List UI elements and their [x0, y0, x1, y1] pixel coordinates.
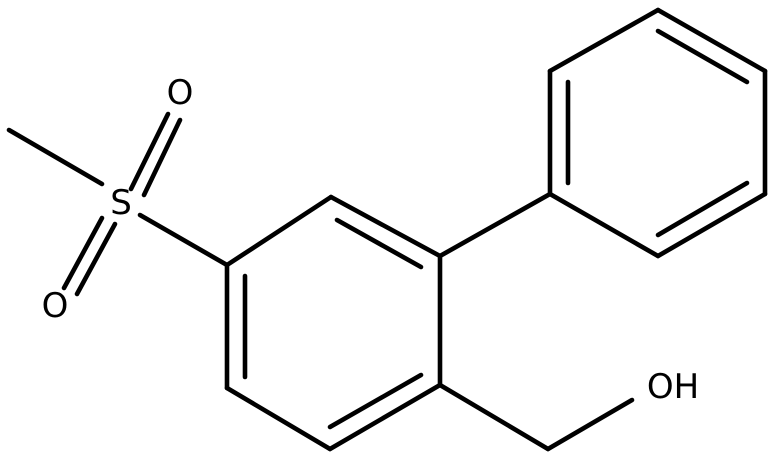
ring-a-bond-4 — [327, 382, 443, 452]
ring-a-bond-2 — [328, 194, 443, 259]
bond-methylene-hydroxyl — [545, 397, 635, 452]
bond-biaryl — [437, 191, 553, 259]
ring-a-bond-2-inner — [334, 217, 424, 270]
bond-sulfur-oxygen-bottom-b — [74, 221, 118, 297]
ring-b-bond-3 — [655, 7, 768, 74]
bond-sulfur-oxygen-top-b — [141, 117, 183, 198]
bond-sulfur-oxygen-top-a — [128, 111, 171, 192]
atom-label-oxygen-bottom: O — [42, 286, 69, 326]
ring-b-bond-3-inner — [655, 28, 750, 85]
ring-a-bond-1 — [224, 194, 334, 268]
bond-methyl-sulfur — [6, 127, 105, 187]
atom-label-oxygen-top: O — [167, 73, 194, 113]
ring-b-bond-5 — [655, 191, 768, 259]
ring-a-bond-4-inner — [327, 372, 424, 430]
ring-b-bond-5-inner — [655, 180, 750, 238]
ring-a-bond-5 — [224, 385, 333, 452]
ring-b-bond-2 — [547, 7, 661, 74]
bond-sulfur-ring — [137, 212, 230, 268]
atom-label-sulfur: S — [110, 183, 132, 223]
atom-label-hydroxyl: OH — [647, 367, 699, 407]
ring-b-bond-6 — [547, 191, 661, 259]
bond-ring-methylene — [437, 382, 551, 452]
bond-sulfur-oxygen-bottom-a — [61, 215, 105, 291]
